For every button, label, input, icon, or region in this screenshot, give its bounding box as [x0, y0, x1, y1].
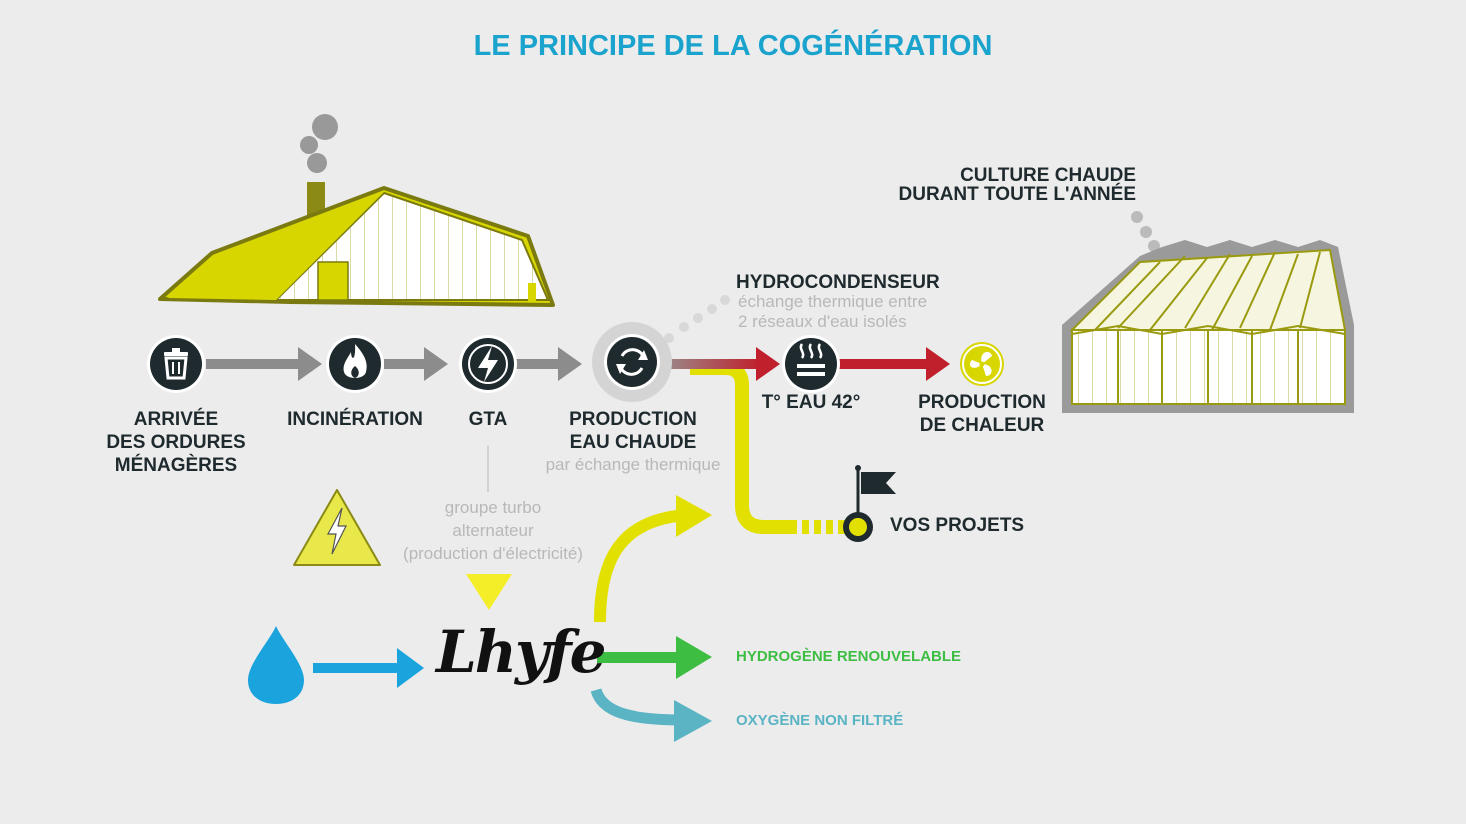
trash-icon: [147, 335, 205, 393]
down-triangle-icon: [466, 574, 512, 610]
factory-illustration: [158, 114, 555, 307]
culture-chaude-label: CULTURE CHAUDE DURANT TOUTE L'ANNÉE: [898, 165, 1136, 205]
greenhouse-posts: [1117, 330, 1299, 404]
step-label-arrivee: ARRIVÉE DES ORDURES MÉNAGÈRES: [106, 409, 246, 476]
factory-small-door: [528, 283, 536, 301]
smoke-puff: [307, 153, 327, 173]
blue-arrow-shaft: [313, 663, 401, 673]
production-eau-subtitle: par échange thermique: [545, 455, 721, 474]
step-label-incineration: INCINÉRATION: [287, 409, 423, 430]
page-title: LE PRINCIPE DE LA COGÉNÉRATION: [473, 30, 993, 62]
gta-description: groupe turbo alternateur (production d'é…: [403, 498, 583, 563]
step-label-production-eau: PRODUCTION EAU CHAUDE: [569, 409, 697, 453]
green-arrow-shaft: [597, 652, 681, 663]
factory-roof-face: [168, 192, 384, 300]
hydrocondenseur-leader: [664, 295, 730, 343]
greenhouse-roof-ribs: [1094, 251, 1321, 331]
lhyfe-logo: Lhyfe: [436, 618, 607, 686]
greenhouse-illustration: [1062, 211, 1354, 413]
yellow-curve-arrow: [594, 509, 687, 623]
lightning-icon: [459, 335, 517, 393]
teal-curve-arrow: [590, 688, 683, 726]
red-arrow-shaft: [664, 359, 760, 369]
red-arrow-shaft: [838, 359, 930, 369]
chimney: [307, 182, 325, 218]
oxygene-output-label: OXYGÈNE NON FILTRÉ: [736, 712, 904, 729]
fan-icon: [960, 342, 1004, 386]
vapor-dot: [1140, 226, 1152, 238]
smoke-puff: [312, 114, 338, 140]
hydrocondenseur-desc: échange thermique entre 2 réseaux d'eau …: [738, 292, 928, 331]
heating-icon: [782, 335, 840, 393]
step-label-gta: GTA: [468, 409, 508, 430]
green-arrow-head: [676, 636, 712, 679]
water-drop-icon: [248, 626, 304, 704]
process-arrows: [206, 347, 582, 381]
red-arrow-head: [926, 347, 950, 381]
red-arrow-head: [756, 347, 780, 381]
teal-arrow-head: [674, 700, 712, 742]
vapor-dot: [1131, 211, 1143, 223]
smoke-puff: [300, 136, 318, 154]
step-label-production-chaleur: PRODUCTION DE CHALEUR: [918, 392, 1046, 436]
yellow-arrow-head: [676, 495, 712, 537]
hydrogene-output-label: HYDROGÈNE RENOUVELABLE: [736, 648, 962, 665]
blue-arrow-head: [397, 648, 424, 688]
high-voltage-warning-icon: [293, 489, 381, 566]
flame-icon: [326, 335, 384, 393]
vapor-dot: [1148, 240, 1160, 252]
hydrocondenseur-title: HYDROCONDENSEUR: [736, 272, 940, 293]
flag-pin-icon: [843, 465, 896, 542]
step-label-temperature: T° EAU 42°: [761, 392, 861, 413]
vos-projets-label: VOS PROJETS: [890, 515, 1025, 536]
factory-door: [317, 261, 349, 301]
recycle-exchange-icon: [592, 322, 672, 402]
